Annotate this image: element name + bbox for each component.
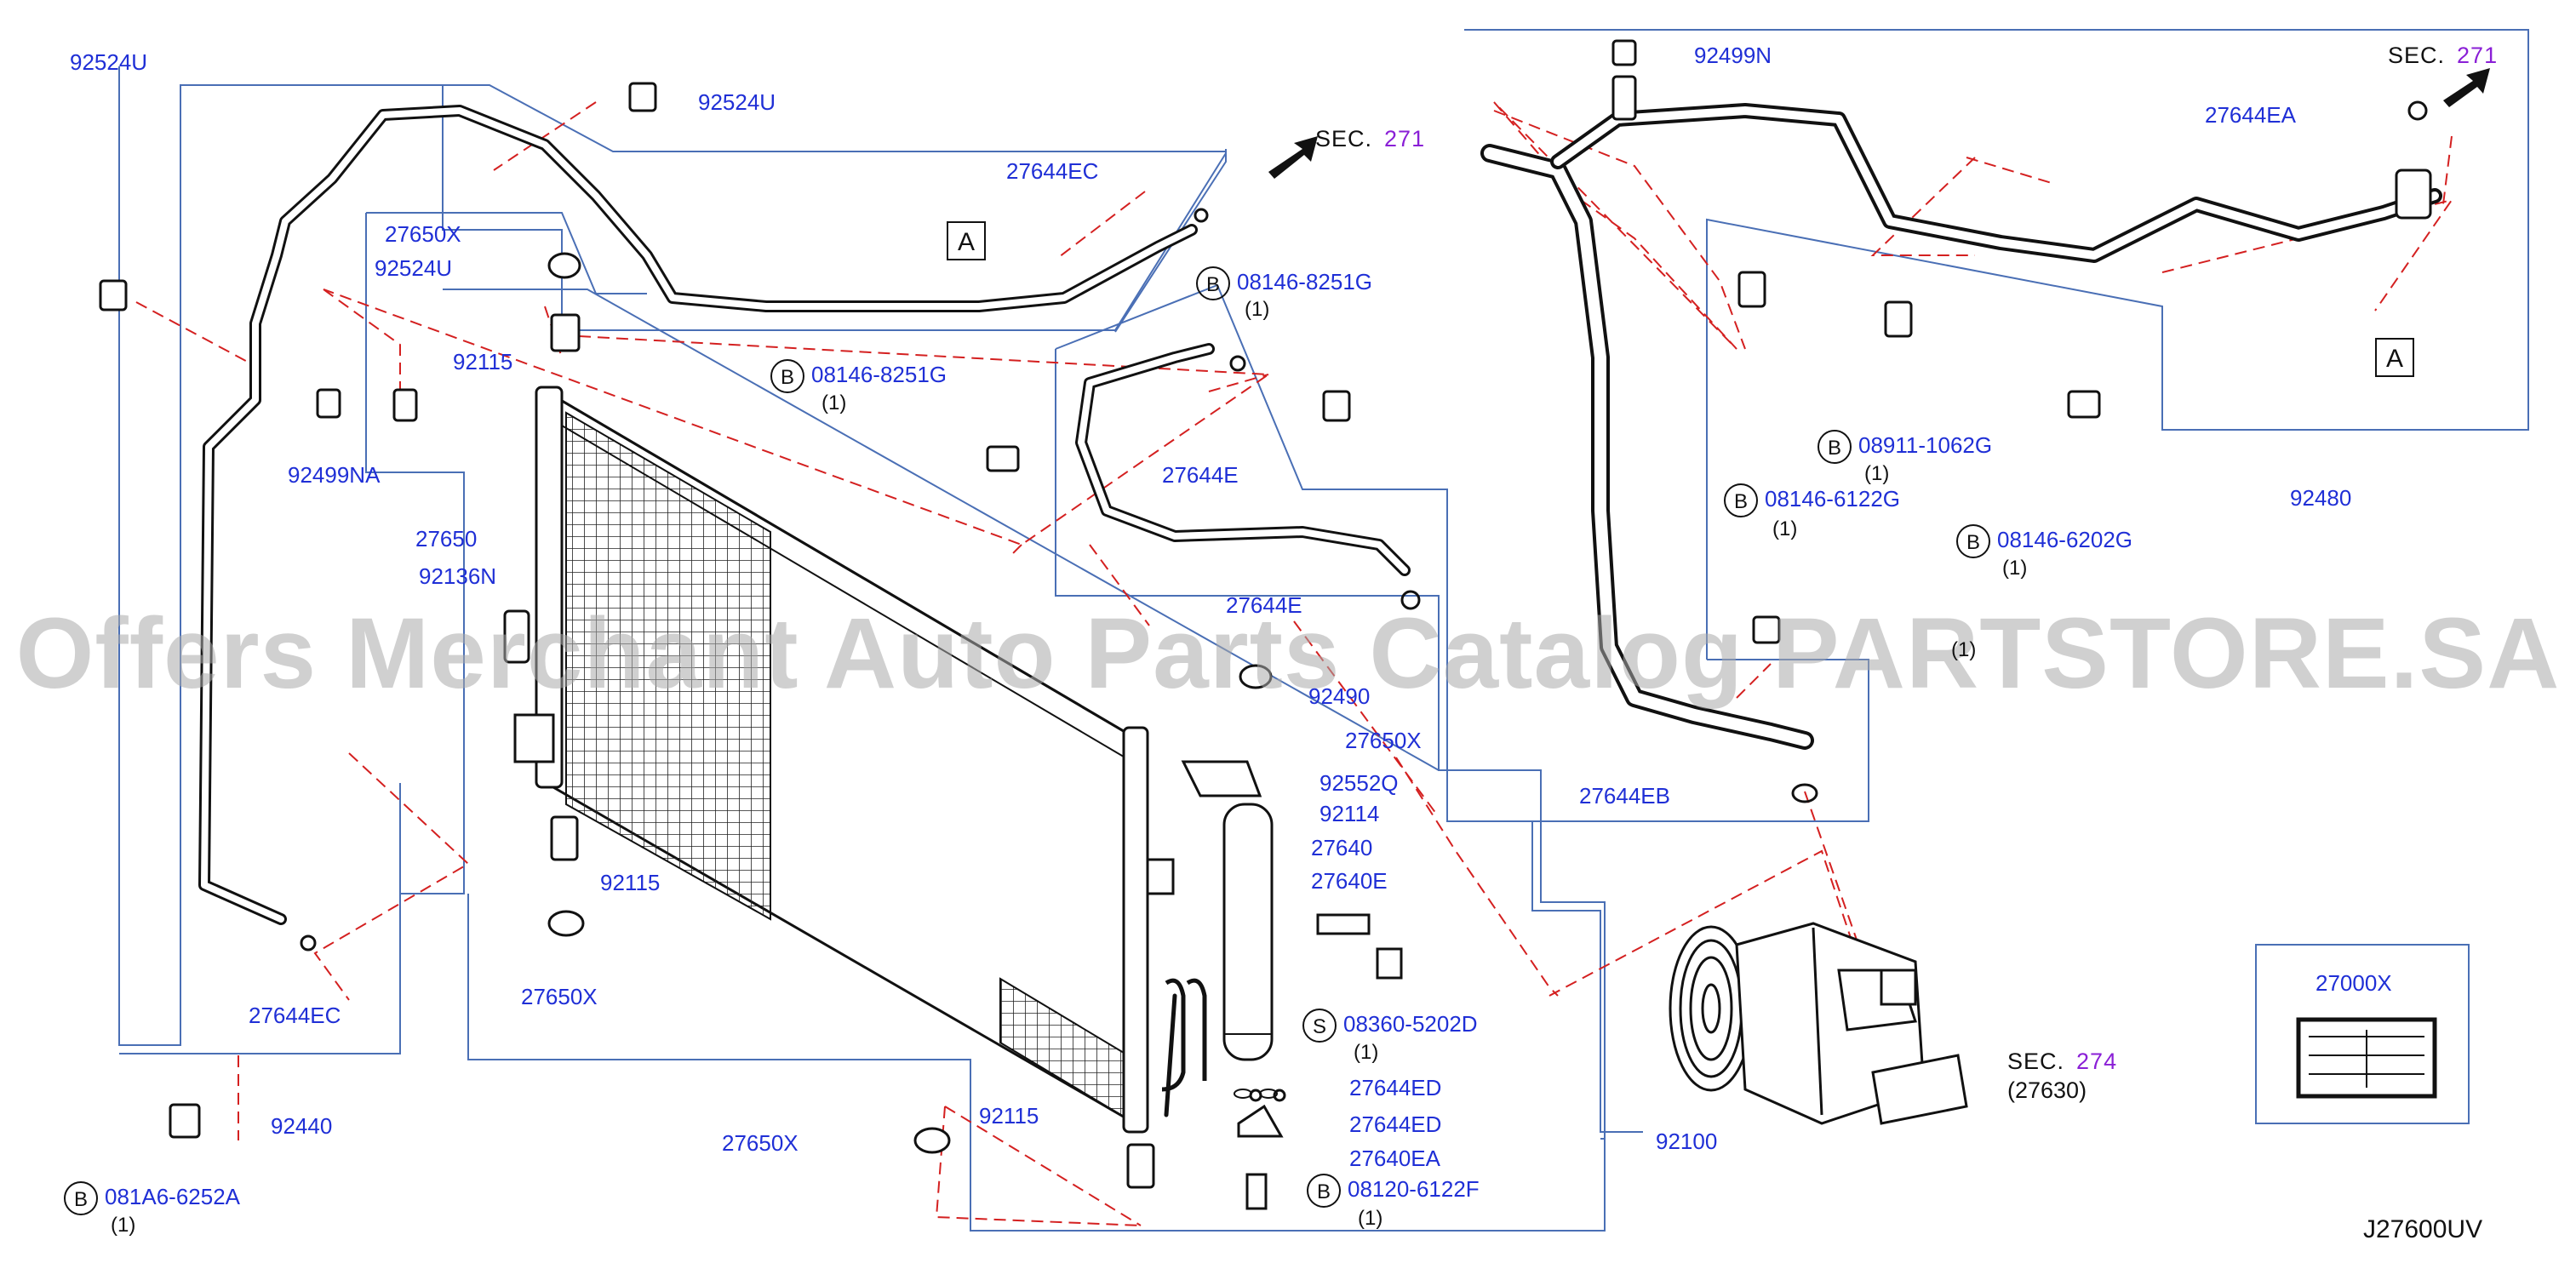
bolt-b-badge: B	[770, 359, 804, 393]
part-92499n[interactable]: 92499N	[1694, 43, 1772, 68]
bolt-08146-6202g[interactable]: B 08146-6202G	[1956, 524, 2132, 558]
part-number: 081A6-6252A	[105, 1183, 241, 1209]
group-fittings	[99, 39, 2432, 1189]
sec-271-right[interactable]: SEC. 271	[2388, 44, 2498, 67]
part-27644ed-1[interactable]: 27644ED	[1349, 1075, 1442, 1100]
receiver-dryer-27640	[1181, 760, 1403, 1210]
sec-number: 274	[2076, 1049, 2118, 1074]
sec-274-sub: (27630)	[2007, 1077, 2087, 1103]
part-92524u-mid[interactable]: 92524U	[375, 255, 453, 281]
part-27000x[interactable]: 27000X	[2316, 970, 2392, 996]
part-92552q[interactable]: 92552Q	[1319, 770, 1399, 796]
arrow-sec-271-right	[2443, 68, 2490, 107]
bolt-b-badge: B	[1956, 524, 1990, 558]
part-number: 08146-6122G	[1765, 485, 1901, 511]
qty-08146-8251g-mid: (1)	[821, 391, 847, 414]
part-27650x-top[interactable]: 27650X	[385, 221, 461, 247]
sec-274[interactable]: SEC. 274	[2007, 1050, 2117, 1073]
bolt-b-badge: B	[1818, 430, 1852, 464]
arrow-sec-271-left	[1268, 136, 1318, 179]
qty-08146-6202g: (1)	[2002, 557, 2028, 580]
part-92115-top[interactable]: 92115	[453, 349, 513, 374]
bolt-08146-8251g-mid[interactable]: B 08146-8251G	[770, 359, 947, 393]
part-27640[interactable]: 27640	[1311, 835, 1373, 860]
group-orings	[300, 100, 2428, 1102]
part-92115-bottom[interactable]: 92115	[979, 1103, 1039, 1129]
part-27644ec-top[interactable]: 27644EC	[1006, 158, 1099, 184]
sec-label: SEC.	[2388, 43, 2446, 68]
compressor-27630	[1669, 922, 1968, 1125]
part-92480[interactable]: 92480	[2290, 485, 2352, 511]
diagram-id: J27600UV	[2363, 1215, 2483, 1243]
part-27640ea[interactable]: 27640EA	[1349, 1146, 1440, 1171]
part-number: 08911-1062G	[1858, 431, 1993, 458]
qty-08911-1062g: (1)	[1864, 462, 1890, 485]
part-number: 08360-5202D	[1343, 1010, 1478, 1037]
bolt-081a6-6252a[interactable]: B 081A6-6252A	[64, 1181, 240, 1215]
part-27644eb[interactable]: 27644EB	[1579, 783, 1670, 809]
group-frames	[118, 29, 2529, 1232]
part-92114[interactable]: 92114	[1319, 801, 1380, 826]
part-27640e[interactable]: 27640E	[1311, 868, 1388, 894]
sec-number: 271	[2457, 43, 2499, 68]
bolt-08120-6122f[interactable]: B 08120-6122F	[1307, 1174, 1480, 1208]
part-92440[interactable]: 92440	[271, 1113, 333, 1139]
part-92524u-left[interactable]: 92524U	[70, 49, 148, 75]
bolt-b-badge: B	[64, 1181, 98, 1215]
part-27644ed-2[interactable]: 27644ED	[1349, 1112, 1442, 1137]
part-92115-mid[interactable]: 92115	[600, 870, 661, 895]
qty-08120-6122f: (1)	[1358, 1207, 1383, 1230]
part-92100[interactable]: 92100	[1656, 1129, 1718, 1154]
group-leaders	[135, 101, 2454, 1226]
part-27650x-bottom[interactable]: 27650X	[722, 1130, 799, 1156]
qty-08360-5202d: (1)	[1354, 1041, 1379, 1064]
screw-s-badge: S	[1302, 1009, 1337, 1043]
condenser-27650	[513, 386, 1207, 1134]
bolt-b-badge: B	[1724, 483, 1758, 517]
bolt-b-badge: B	[1196, 266, 1230, 300]
part-27644ec-bottom[interactable]: 27644EC	[249, 1003, 341, 1028]
part-number: 08120-6122F	[1348, 1175, 1480, 1202]
sec-label: SEC.	[2007, 1049, 2065, 1074]
part-27650x-mid[interactable]: 27650X	[1345, 728, 1422, 753]
part-number: 08146-6202G	[1997, 526, 2133, 552]
group-pipes	[198, 103, 2442, 1117]
bolt-b-badge: B	[1307, 1174, 1341, 1208]
part-92136n[interactable]: 92136N	[419, 563, 497, 589]
part-92524u-top[interactable]: 92524U	[698, 89, 776, 115]
bolt-08146-6122g[interactable]: B 08146-6122G	[1724, 483, 1900, 517]
qty-081a6-6252a: (1)	[111, 1214, 136, 1237]
part-92499na[interactable]: 92499NA	[288, 462, 381, 488]
bolt-08146-8251g-right[interactable]: B 08146-8251G	[1196, 266, 1372, 300]
sec-label: SEC.	[1315, 126, 1373, 151]
sec-271-left[interactable]: SEC. 271	[1315, 128, 1425, 151]
part-27644e-top[interactable]: 27644E	[1162, 462, 1239, 488]
qty-obscured: (1)	[1951, 638, 1977, 661]
part-number: 08146-8251G	[1237, 268, 1373, 294]
label-card-icon	[2296, 1017, 2437, 1099]
part-27650[interactable]: 27650	[415, 526, 478, 551]
part-27644ea[interactable]: 27644EA	[2205, 102, 2296, 128]
ref-a-left: A	[947, 221, 986, 260]
part-27644e-bottom[interactable]: 27644E	[1226, 592, 1302, 618]
ref-a-right: A	[2375, 338, 2414, 377]
part-27650x-left[interactable]: 27650X	[521, 984, 598, 1009]
sec-number: 271	[1384, 126, 1426, 151]
part-number: 08146-8251G	[811, 361, 947, 387]
part-92490[interactable]: 92490	[1308, 683, 1371, 709]
qty-08146-8251g-right: (1)	[1245, 298, 1270, 321]
qty-08146-6122g: (1)	[1772, 517, 1798, 540]
